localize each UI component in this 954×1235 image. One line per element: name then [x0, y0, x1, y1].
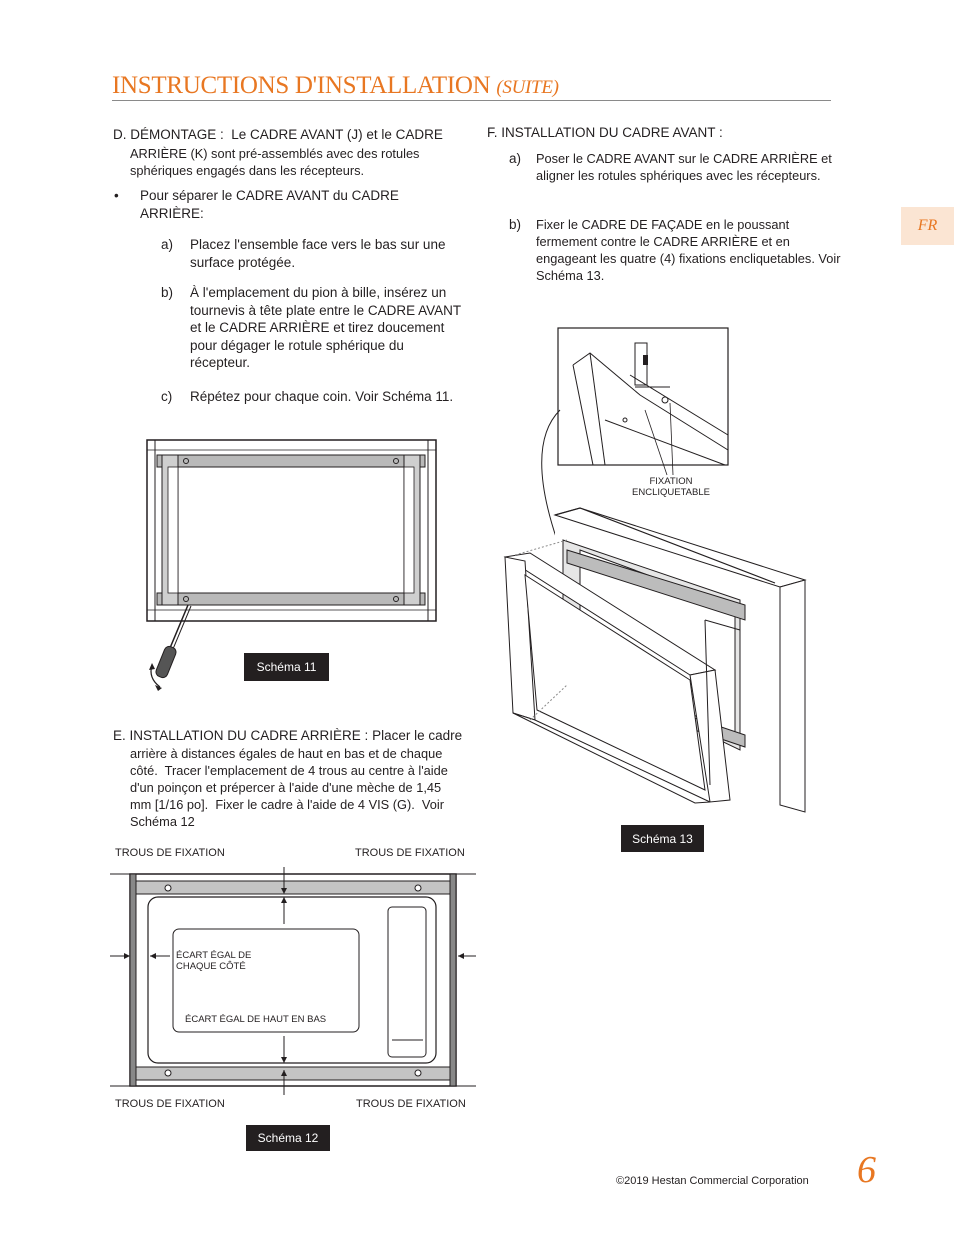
fig12-label-top-left: TROUS DE FIXATION: [115, 847, 225, 859]
step-d-b-letter: b): [161, 285, 174, 300]
step-d-c-letter: c): [161, 389, 173, 404]
figure-12-caption: Schéma 12: [246, 1125, 330, 1151]
section-e-heading-line: E. INSTALLATION DU CADRE ARRIÈRE : Place…: [113, 727, 473, 745]
fig12-label-top-right: TROUS DE FIXATION: [355, 847, 465, 859]
step-f-a-text: Poser le CADRE AVANT sur le CADRE ARRIÈR…: [536, 151, 832, 183]
figure-13-install-diagram: [503, 327, 807, 813]
title-suffix: (SUITE): [496, 77, 559, 98]
section-d-heading-cont: ARRIÈRE (K) sont pré-assemblés avec des …: [130, 146, 420, 178]
section-d-heading-text: Le CADRE AVANT (J) et le CADRE: [231, 127, 443, 142]
step-d-b-text: À l'emplacement du pion à bille, insérez…: [190, 285, 461, 371]
fig12-label-bottom-left: TROUS DE FIXATION: [115, 1098, 225, 1110]
bullet-icon: •: [114, 188, 119, 203]
step-d-c-text: Répétez pour chaque coin. Voir Schéma 11…: [190, 389, 454, 404]
figure-11-caption: Schéma 11: [244, 653, 329, 681]
page-title: INSTRUCTIONS D'INSTALLATION (SUITE): [112, 72, 559, 100]
section-d-heading: D. DÉMONTAGE : Le CADRE AVANT (J) et le …: [113, 126, 458, 144]
section-e-lead: Placer le cadre: [372, 728, 463, 743]
step-f-b-letter: b): [509, 217, 522, 232]
step-d-a-letter: a): [161, 237, 174, 252]
step-d-a-text: Placez l'ensemble face vers le bas sur u…: [190, 237, 446, 270]
page-number: 6: [857, 1149, 876, 1191]
section-d-title: D. DÉMONTAGE :: [113, 127, 224, 142]
figure-12-frame-diagram: [110, 867, 476, 1095]
section-f-heading: F. INSTALLATION DU CADRE AVANT :: [487, 125, 723, 140]
title-divider: [112, 100, 831, 101]
title-main: INSTRUCTIONS D'INSTALLATION: [112, 72, 491, 99]
section-e-title: E. INSTALLATION DU CADRE ARRIÈRE :: [113, 728, 369, 743]
fig12-label-bottom-right: TROUS DE FIXATION: [356, 1098, 466, 1110]
section-d-bullet: Pour séparer le CADRE AVANT du CADRE ARR…: [140, 188, 399, 221]
step-f-a-letter: a): [509, 151, 522, 166]
fig12-vertical-gap-label: ÉCART ÉGAL DE HAUT EN BAS: [185, 1014, 327, 1025]
copyright-footer: ©2019 Hestan Commercial Corporation: [616, 1175, 809, 1187]
figure-11-frame-diagram: [146, 439, 437, 691]
language-tab[interactable]: FR: [901, 207, 954, 245]
figure-13-caption: Schéma 13: [621, 825, 704, 852]
step-f-b-text: Fixer le CADRE DE FAÇADE en le poussant …: [536, 217, 841, 283]
section-e-text: arrière à distances égales de haut en ba…: [130, 746, 448, 829]
fig12-side-gap-label: ÉCART ÉGAL DE CHAQUE CÔTÉ: [176, 950, 252, 972]
